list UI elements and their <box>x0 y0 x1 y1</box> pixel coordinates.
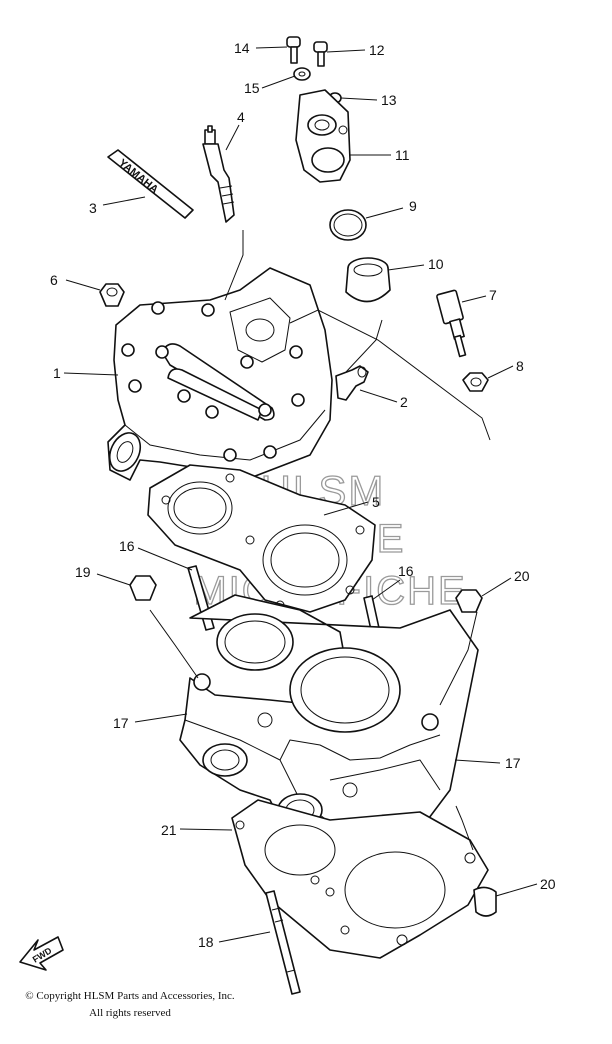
decal-text: YAMAHA <box>116 157 160 196</box>
part-bolt-14 <box>286 36 301 64</box>
callout-13: 13 <box>381 92 397 108</box>
part-washer-15 <box>293 67 311 81</box>
part-temp-sensor-7 <box>436 289 467 358</box>
part-thermostat-10 <box>345 257 391 303</box>
copyright-text: © Copyright HLSM Parts and Accessories, … <box>25 990 235 1002</box>
callout-9: 9 <box>409 198 417 214</box>
callout-7: 7 <box>489 287 497 303</box>
part-head-gasket-5 <box>147 464 376 613</box>
part-bolt-12 <box>313 41 328 67</box>
callout-16-left: 16 <box>119 538 135 554</box>
callout-8: 8 <box>516 358 524 374</box>
callout-4: 4 <box>237 109 245 125</box>
leader-lines <box>63 46 538 943</box>
callout-12: 12 <box>369 42 385 58</box>
callout-3: 3 <box>89 200 97 216</box>
callout-15: 15 <box>244 80 260 96</box>
callout-10: 10 <box>428 256 444 272</box>
part-nut-20-left <box>129 575 157 601</box>
callout-14: 14 <box>234 40 250 56</box>
part-base-gasket-21 <box>231 799 489 959</box>
part-nut-6 <box>99 283 125 307</box>
callout-6: 6 <box>50 272 58 288</box>
part-fitting-2 <box>335 365 369 401</box>
callout-2: 2 <box>400 394 408 410</box>
callout-20-left: 19 <box>75 564 91 580</box>
callout-18: 18 <box>198 934 214 950</box>
part-nut-8 <box>462 372 489 392</box>
guide-lines <box>149 230 491 851</box>
part-nut-20-right <box>455 589 483 613</box>
part-stud-18 <box>265 890 301 995</box>
callout-20-right: 20 <box>514 568 530 584</box>
part-outlet-cover-11 <box>295 89 351 183</box>
callout-21: 21 <box>161 822 177 838</box>
callout-16-right: 16 <box>398 563 414 579</box>
callout-17-right: 17 <box>505 755 521 771</box>
part-cylinder-17 <box>179 594 479 861</box>
callout-17-left: 17 <box>113 715 129 731</box>
part-decal-3: YAMAHA <box>107 149 194 219</box>
part-dowel-19 <box>473 886 497 917</box>
callout-19: 20 <box>540 876 556 892</box>
rights-reserved-text: All rights reserved <box>89 1007 171 1019</box>
fwd-arrow-icon: FWD <box>19 936 64 971</box>
callout-1: 1 <box>53 365 61 381</box>
part-spark-plug-4 <box>202 125 235 223</box>
part-o-ring-9 <box>329 209 367 241</box>
part-cylinder-head-1 <box>107 267 333 481</box>
callout-11: 11 <box>395 147 410 163</box>
callout-labels: 14 12 15 13 11 4 3 9 10 7 8 6 1 2 5 16 1… <box>50 40 556 950</box>
callout-5: 5 <box>372 494 380 510</box>
